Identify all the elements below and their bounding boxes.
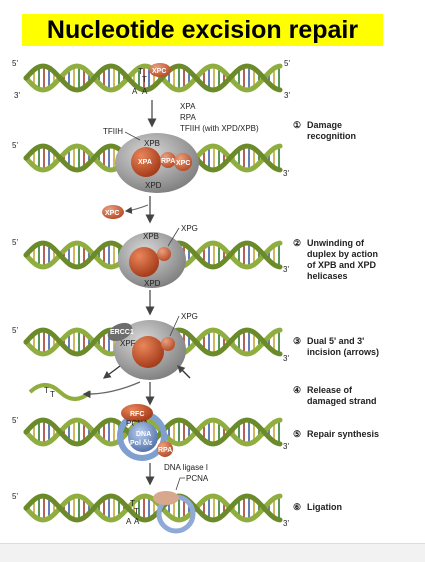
svg-text:3': 3' — [283, 265, 289, 274]
svg-text:of XPB and XPD: of XPB and XPD — [307, 260, 377, 270]
polymerase-complex: RFC PCNA DNA Pol δ/ε RPA — [117, 404, 173, 461]
svg-text:TFIIH (with XPD/XPB): TFIIH (with XPD/XPB) — [180, 124, 259, 133]
svg-text:5': 5' — [12, 492, 18, 501]
svg-text:helicases: helicases — [307, 271, 348, 281]
svg-text:XPC: XPC — [176, 160, 190, 167]
step-label-5: ⑤ Repair synthesis — [293, 429, 379, 439]
svg-text:④: ④ — [293, 385, 301, 395]
step-label-1: ① Damage recognition — [293, 120, 356, 141]
backbone-strand — [23, 417, 283, 447]
excised-damaged-strand: T T — [28, 383, 92, 401]
incision-arrow-3prime — [177, 365, 191, 379]
svg-text:ERCC1: ERCC1 — [110, 329, 134, 336]
svg-text:3': 3' — [284, 91, 290, 100]
svg-text:RPA: RPA — [180, 113, 197, 122]
tfiih-complex-3: XPB XPD XPG — [118, 224, 198, 288]
ligation-complex: T T A A — [126, 491, 196, 534]
backbone-strand — [23, 493, 283, 523]
svg-text:DNA: DNA — [136, 431, 151, 438]
svg-text:3': 3' — [283, 519, 289, 528]
tfiih-complex-2: XPA RPA XPC XPB XPD TFIIH — [103, 127, 199, 193]
svg-text:T: T — [134, 507, 139, 516]
svg-text:PCNA: PCNA — [186, 474, 209, 483]
svg-text:Unwinding of: Unwinding of — [307, 238, 365, 248]
svg-text:XPA: XPA — [180, 102, 196, 111]
release-strand-arrow — [82, 381, 141, 399]
svg-text:3': 3' — [283, 169, 289, 178]
svg-text:Release of: Release of — [307, 385, 353, 395]
svg-text:TFIIH: TFIIH — [103, 127, 123, 136]
svg-text:3': 3' — [14, 91, 20, 100]
backbone-strand — [23, 63, 283, 93]
svg-text:damaged strand: damaged strand — [307, 396, 377, 406]
svg-text:XPC: XPC — [152, 68, 166, 75]
svg-text:XPC: XPC — [105, 210, 119, 217]
svg-text:XPG: XPG — [181, 312, 198, 321]
step-label-4: ④ Release of damaged strand — [293, 385, 377, 406]
svg-text:Damage: Damage — [307, 120, 342, 130]
ner-diagram: 5' 3' 5' 3' 5' 3' 5' 3' 5' 3' 5' 3' 5' 3… — [12, 59, 379, 534]
svg-text:②: ② — [293, 238, 301, 248]
damage-site-1: T T A A — [132, 67, 148, 96]
page-title: Nucleotide excision repair — [46, 16, 359, 44]
svg-text:Dual 5' and 3': Dual 5' and 3' — [307, 336, 364, 346]
svg-text:XPD: XPD — [144, 279, 161, 288]
svg-text:A: A — [132, 87, 138, 96]
title-banner: Nucleotide excision repair — [22, 14, 383, 46]
svg-text:DNA ligase I: DNA ligase I — [164, 463, 208, 472]
svg-text:T: T — [50, 390, 55, 399]
svg-text:Repair synthesis: Repair synthesis — [307, 429, 379, 439]
svg-text:5': 5' — [12, 59, 18, 68]
svg-text:⑥: ⑥ — [293, 502, 301, 512]
strand-end-labels: 5' 3' 5' 3' 5' 3' 5' 3' 5' 3' 5' 3' 5' 3… — [12, 59, 290, 528]
incision-arrow-5prime — [102, 365, 121, 379]
svg-text:A: A — [142, 87, 148, 96]
tfiih-complex-4: ERCC1 XPF XPG — [107, 312, 198, 380]
ligase-labels: DNA ligase I PCNA — [164, 463, 209, 491]
xpc-protein-1: XPC — [149, 63, 171, 77]
svg-text:duplex by action: duplex by action — [307, 249, 378, 259]
step-label-2: ② Unwinding of duplex by action of XPB a… — [293, 238, 378, 281]
svg-text:5': 5' — [12, 238, 18, 247]
svg-text:RPA: RPA — [158, 447, 172, 454]
svg-text:3': 3' — [283, 442, 289, 451]
dna-duplex-6 — [23, 493, 283, 523]
svg-text:incision (arrows): incision (arrows) — [307, 347, 379, 357]
xpc-protein-released: XPC — [102, 205, 124, 219]
step-label-3: ③ Dual 5' and 3' incision (arrows) — [293, 336, 379, 357]
svg-text:A: A — [134, 517, 140, 526]
svg-text:XPB: XPB — [144, 139, 160, 148]
svg-text:RFC: RFC — [130, 411, 144, 418]
svg-text:XPB: XPB — [143, 232, 159, 241]
svg-text:T: T — [138, 67, 143, 76]
svg-text:5': 5' — [284, 59, 290, 68]
recruited-factors-list: XPA RPA TFIIH (with XPD/XPB) — [180, 102, 259, 133]
svg-text:Pol δ/ε: Pol δ/ε — [130, 440, 153, 447]
svg-text:5': 5' — [12, 141, 18, 150]
svg-text:5': 5' — [12, 416, 18, 425]
svg-text:3': 3' — [283, 354, 289, 363]
svg-text:XPD: XPD — [145, 181, 162, 190]
svg-text:⑤: ⑤ — [293, 429, 301, 439]
svg-text:①: ① — [293, 120, 301, 130]
svg-text:A: A — [126, 517, 132, 526]
svg-text:XPG: XPG — [181, 224, 198, 233]
svg-text:XPA: XPA — [138, 159, 152, 166]
svg-text:XPF: XPF — [120, 339, 136, 348]
svg-text:③: ③ — [293, 336, 301, 346]
backbone-strand — [23, 493, 283, 523]
release-xpc-arrow — [124, 204, 149, 214]
svg-text:RPA: RPA — [161, 158, 175, 165]
svg-text:Ligation: Ligation — [307, 502, 342, 512]
svg-text:T: T — [142, 75, 147, 84]
step-label-6: ⑥ Ligation — [293, 502, 342, 512]
svg-text:T: T — [44, 386, 49, 395]
svg-text:5': 5' — [12, 326, 18, 335]
svg-text:T: T — [130, 499, 135, 508]
bottom-scroll-strip — [0, 543, 425, 562]
svg-text:recognition: recognition — [307, 131, 356, 141]
